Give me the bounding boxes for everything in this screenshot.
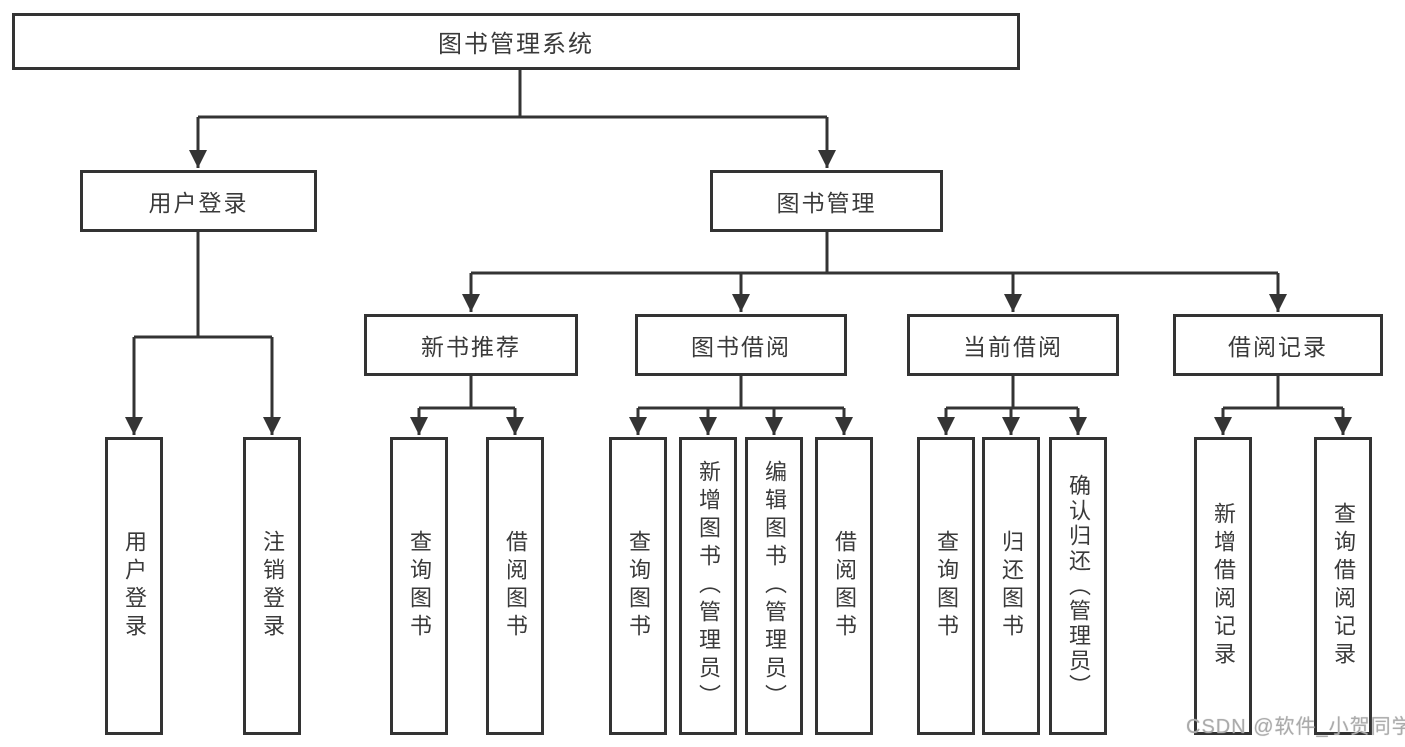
leaf-borrow-book-label: 借阅图书: [832, 530, 857, 642]
leaf-add-borrow-record-label: 新增借阅记录: [1211, 502, 1236, 670]
leaf-query-book-borrow-label: 查询图书: [626, 530, 651, 642]
node-new-book-recommend: 新书推荐: [364, 314, 578, 376]
leaf-query-book-current: 查询图书: [917, 437, 975, 735]
leaf-edit-book-admin: 编辑图书（管理员）: [745, 437, 803, 735]
node-book-management: 图书管理: [710, 170, 943, 232]
leaf-logout-login: 注销登录: [243, 437, 301, 735]
leaf-query-book-current-label: 查询图书: [934, 530, 959, 642]
node-book-borrow: 图书借阅: [635, 314, 847, 376]
connector-borrow-record-to-leaves: [1214, 376, 1352, 435]
node-current-borrow: 当前借阅: [907, 314, 1119, 376]
node-user-login: 用户登录: [80, 170, 317, 232]
node-current-borrow-label: 当前借阅: [963, 334, 1063, 360]
leaf-query-borrow-record: 查询借阅记录: [1314, 437, 1372, 735]
connector-book-management-to-level3: [462, 232, 1287, 312]
leaf-user-login: 用户登录: [105, 437, 163, 735]
node-root: 图书管理系统: [12, 13, 1020, 70]
leaf-add-book-admin-label: 新增图书（管理员）: [696, 460, 721, 712]
leaf-query-book-recommend: 查询图书: [390, 437, 448, 735]
leaf-query-borrow-record-label: 查询借阅记录: [1331, 502, 1356, 670]
node-book-borrow-label: 图书借阅: [691, 334, 791, 360]
connector-user-login-to-leaves: [125, 232, 281, 435]
connector-current-borrow-to-leaves: [937, 376, 1087, 435]
leaf-borrow-book-recommend-label: 借阅图书: [503, 530, 528, 642]
connector-book-borrow-to-leaves: [629, 376, 853, 435]
leaf-return-book-label: 归还图书: [999, 530, 1024, 642]
node-root-label: 图书管理系统: [438, 31, 594, 58]
node-new-book-recommend-label: 新书推荐: [421, 334, 521, 360]
leaf-logout-login-label: 注销登录: [260, 530, 285, 642]
leaf-add-book-admin: 新增图书（管理员）: [679, 437, 737, 735]
leaf-query-book-recommend-label: 查询图书: [407, 530, 432, 642]
watermark: CSDN @软件_小贺同学: [1186, 716, 1405, 738]
leaf-add-borrow-record: 新增借阅记录: [1194, 437, 1252, 735]
node-user-login-label: 用户登录: [148, 190, 249, 216]
leaf-return-book: 归还图书: [982, 437, 1040, 735]
leaf-confirm-return-admin-label: 确认归还（管理员）: [1066, 473, 1091, 699]
leaf-confirm-return-admin: 确认归还（管理员）: [1049, 437, 1107, 735]
leaf-user-login-label: 用户登录: [122, 530, 147, 642]
leaf-borrow-book: 借阅图书: [815, 437, 873, 735]
connector-root-to-level2: [189, 70, 836, 168]
leaf-borrow-book-recommend: 借阅图书: [486, 437, 544, 735]
node-borrow-record: 借阅记录: [1173, 314, 1383, 376]
leaf-edit-book-admin-label: 编辑图书（管理员）: [762, 460, 787, 712]
connector-new-book-recommend-to-leaves: [410, 376, 524, 435]
leaf-query-book-borrow: 查询图书: [609, 437, 667, 735]
node-borrow-record-label: 借阅记录: [1228, 334, 1328, 360]
node-book-management-label: 图书管理: [776, 190, 877, 216]
